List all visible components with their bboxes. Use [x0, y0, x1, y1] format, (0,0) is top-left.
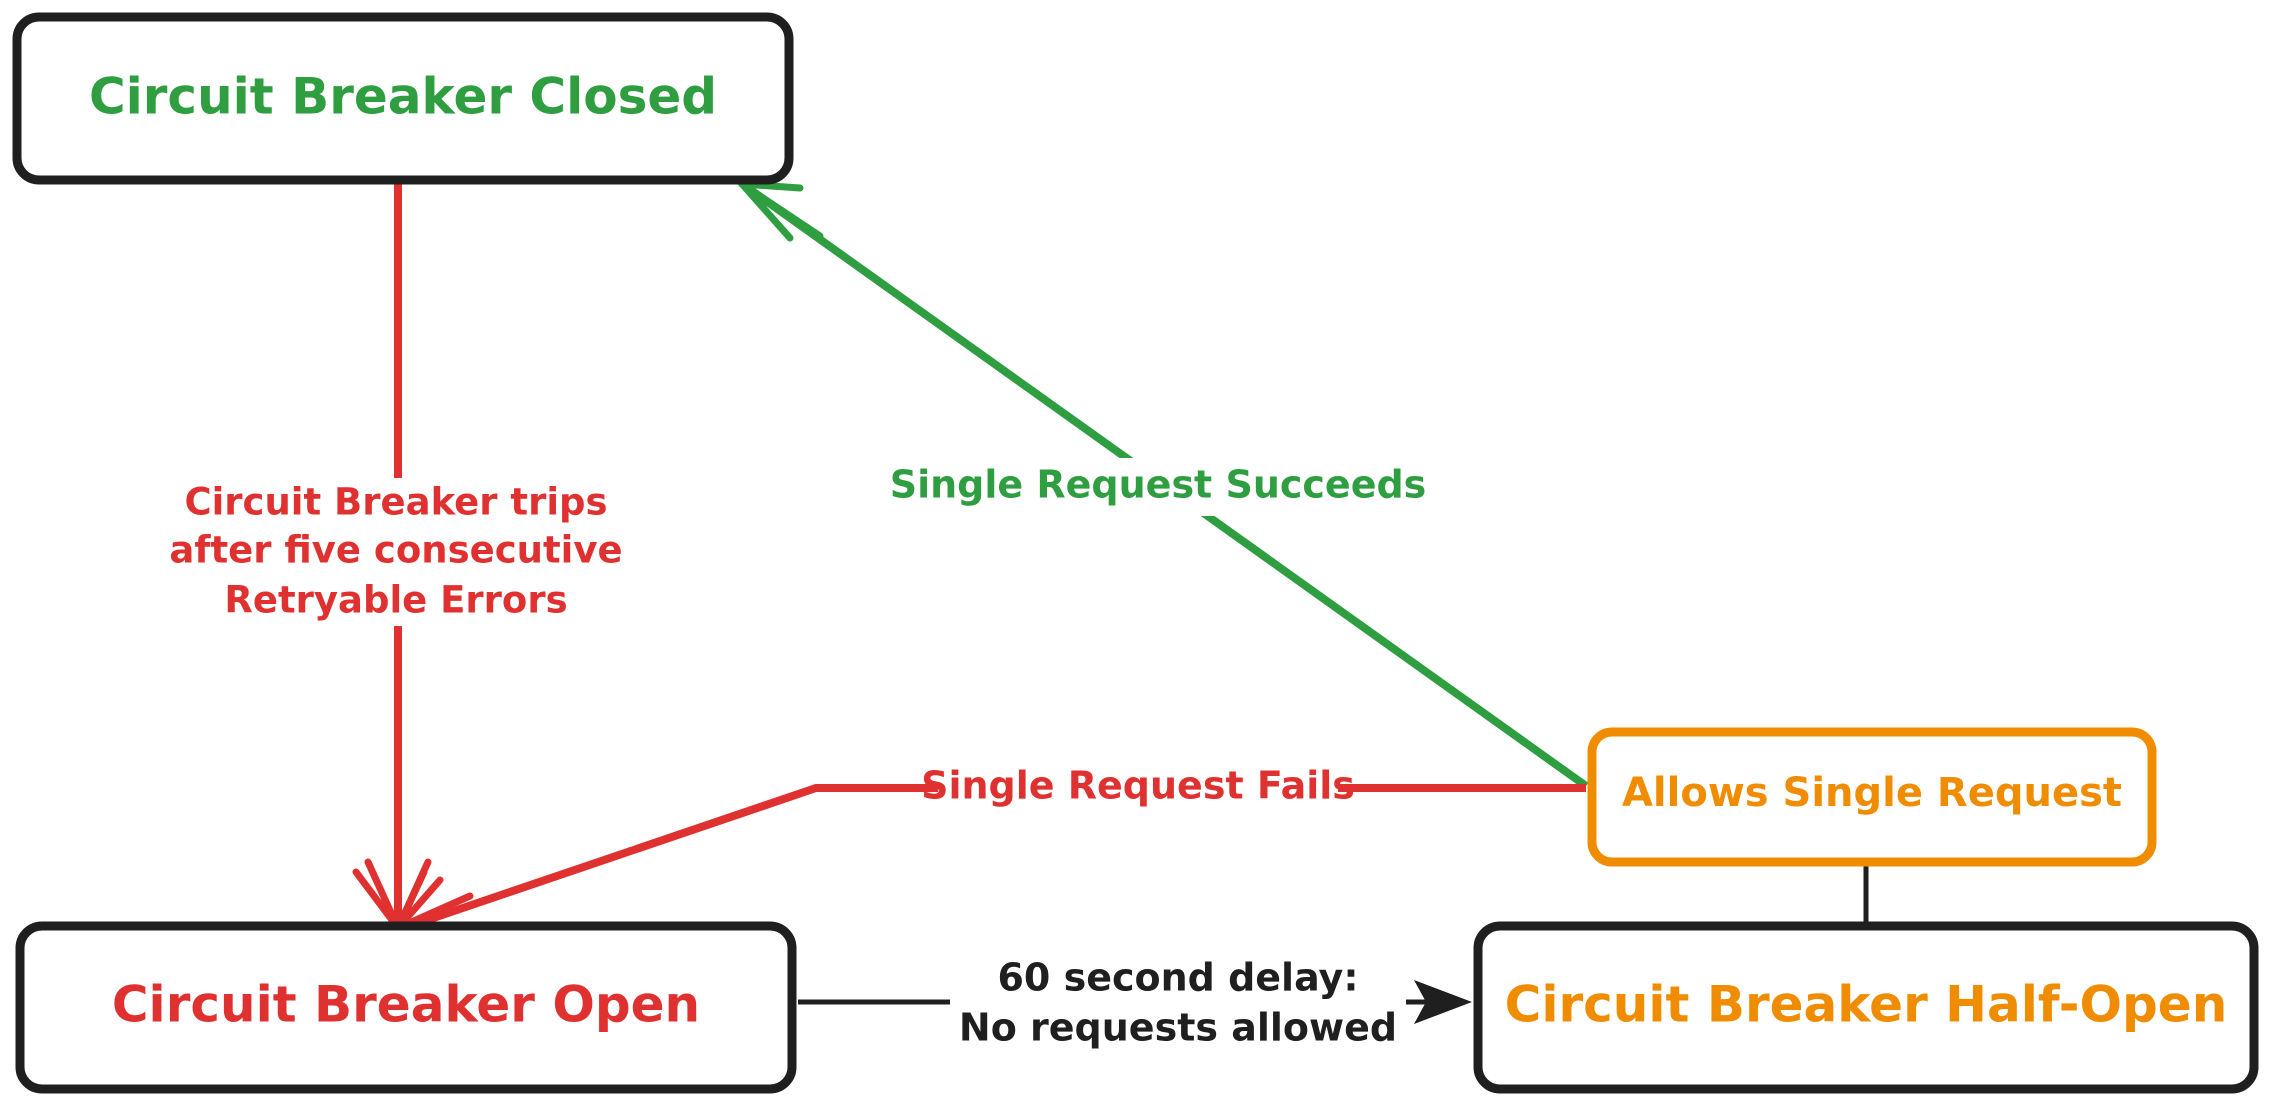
edge-label-open-to-half-open-line-1: 60 second delay:: [997, 956, 1358, 1000]
edge-closed-to-open-arrowhead-sketch-a: [352, 868, 402, 932]
edge-label-allows-to-closed: Single Request Succeeds: [890, 458, 1427, 516]
node-circuit-breaker-open-box[interactable]: [15, 921, 797, 1094]
edge-label-closed-to-open-line-2: after five consecutive: [169, 529, 622, 572]
node-circuit-breaker-open[interactable]: Circuit Breaker Open: [15, 921, 797, 1094]
node-circuit-breaker-closed-label: Circuit Breaker Closed: [89, 68, 717, 126]
node-circuit-breaker-closed[interactable]: Circuit Breaker Closed: [12, 12, 794, 185]
edge-allows-to-open-arrowhead-sketch-d: [394, 868, 428, 932]
node-allows-single-request[interactable]: Allows Single Request: [1587, 727, 2157, 867]
edge-label-closed-to-open-line-3: Retryable Errors: [224, 579, 567, 622]
node-circuit-breaker-half-open-label: Circuit Breaker Half-Open: [1505, 976, 2228, 1034]
edge-label-allows-to-open-backing: [938, 762, 1338, 814]
edge-label-open-to-half-open: 60 second delay: No requests allowed: [950, 950, 1406, 1058]
node-allows-single-request-box[interactable]: [1587, 727, 2157, 867]
edge-label-allows-to-open: Single Request Fails: [921, 762, 1355, 814]
node-circuit-breaker-open-label: Circuit Breaker Open: [112, 976, 700, 1034]
edge-allows-to-closed-arrowhead-sketch: [738, 180, 824, 240]
edge-label-open-to-half-open-backing: [950, 950, 1406, 1058]
edge-open-to-half-open-arrowhead: [1414, 980, 1472, 1024]
edge-label-closed-to-open-line-1: Circuit Breaker trips: [184, 481, 607, 524]
node-circuit-breaker-closed-box[interactable]: [12, 12, 794, 185]
edge-label-closed-to-open: Circuit Breaker trips after five consecu…: [169, 478, 623, 626]
edge-label-allows-to-open-text: Single Request Fails: [921, 764, 1355, 808]
edge-label-allows-to-closed-backing: [908, 458, 1408, 516]
edge-label-allows-to-closed-text: Single Request Succeeds: [890, 463, 1427, 507]
edge-label-open-to-half-open-line-2: No requests allowed: [959, 1006, 1397, 1050]
node-circuit-breaker-half-open[interactable]: Circuit Breaker Half-Open: [1473, 921, 2259, 1094]
node-circuit-breaker-half-open-box[interactable]: [1473, 921, 2259, 1094]
edge-label-closed-to-open-backing: [176, 478, 576, 626]
node-allows-single-request-label: Allows Single Request: [1622, 770, 2122, 816]
